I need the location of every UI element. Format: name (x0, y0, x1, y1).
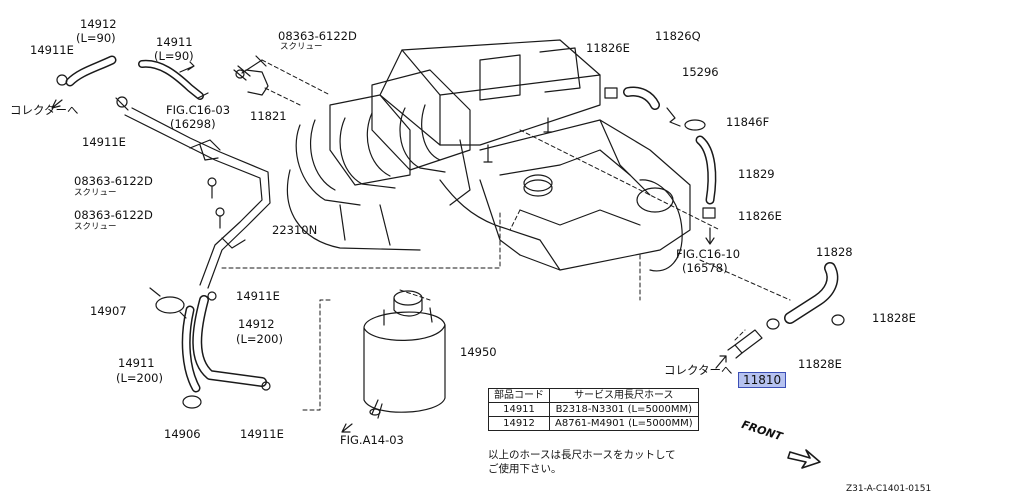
label-collector: コレクターへ (10, 103, 79, 117)
clamp-icon (766, 318, 780, 330)
clamp-icon (116, 96, 128, 108)
leader-lines (221, 59, 791, 411)
label-14911e: 14911E (30, 43, 74, 57)
highlighted-part-11810[interactable]: 11810 (738, 372, 787, 388)
label-collector: コレクターへ (664, 363, 733, 377)
clip-15296-icon (666, 107, 681, 127)
label-length: (L=90) (76, 31, 116, 45)
label-11828e: 11828E (872, 311, 916, 325)
note-line: ご使用下さい。 (488, 463, 562, 475)
table-cell: 14912 (488, 416, 550, 431)
label-11826q: 11826Q (655, 29, 701, 43)
clamp-icon (56, 74, 68, 86)
label-screw-part: 08363-6122D (278, 29, 357, 43)
table-cell: 14911 (488, 402, 550, 417)
screw-icon (207, 177, 217, 199)
clamp-icon (831, 314, 845, 326)
label-fig-reference: FIG.A14-03 (340, 433, 404, 447)
label-11828: 11828 (816, 245, 853, 259)
label-11829: 11829 (738, 167, 775, 181)
label-14911: 14911 (118, 356, 155, 370)
hose-14911-short (138, 59, 204, 100)
label-14950: 14950 (460, 345, 497, 359)
table-row: 14911 B2318-N3301 (L=5000MM) (488, 402, 699, 417)
label-11828e: 11828E (798, 357, 842, 371)
label-screw-text: スクリュー (280, 42, 323, 52)
service-hose-table: 部品コード サービス用長尺ホース 14911 B2318-N3301 (L=50… (488, 388, 699, 431)
label-11821: 11821 (250, 109, 287, 123)
label-15296: 15296 (682, 65, 719, 79)
label-14911e: 14911E (82, 135, 126, 149)
label-screw-text: スクリュー (74, 188, 117, 198)
clamp-icon (261, 381, 271, 391)
hose-14911-long (181, 305, 201, 393)
screw-icon (233, 55, 269, 96)
clamp-11846f-icon (684, 119, 706, 131)
label-screw-part: 08363-6122D (74, 208, 153, 222)
label-14911e: 14911E (236, 289, 280, 303)
hose-14912-long (192, 295, 267, 387)
label-14912: 14912 (80, 17, 117, 31)
diagram-code: Z31-A-C1401-0151 (846, 484, 932, 494)
table-row: 14912 A8761-M4901 (L=5000MM) (488, 416, 699, 431)
label-14906: 14906 (164, 427, 201, 441)
hose-11829 (695, 135, 717, 205)
label-length: (L=200) (236, 332, 283, 346)
label-fig-number: (16298) (170, 117, 216, 131)
label-length: (L=200) (116, 371, 163, 385)
label-14912: 14912 (238, 317, 275, 331)
clamp-icon (207, 291, 217, 301)
label-screw-part: 08363-6122D (74, 174, 153, 188)
metal-pipe-22310n (124, 107, 271, 289)
hose-11828 (784, 262, 839, 324)
reservoir-tank-14950 (363, 290, 446, 419)
table-header-row: 部品コード サービス用長尺ホース (488, 388, 699, 403)
clamp-14907-icon (155, 296, 185, 314)
label-11826e: 11826E (586, 41, 630, 55)
screw-icon (215, 207, 225, 229)
table-cell: A8761-M4901 (L=5000MM) (549, 416, 699, 431)
clamp-14906-icon (182, 395, 202, 409)
pcv-valve-11810 (727, 329, 763, 359)
table-header: 部品コード (488, 388, 550, 403)
label-fig-number: (16578) (682, 261, 728, 275)
note-line: 以上のホースは長尺ホースをカットして (488, 449, 676, 461)
table-header: サービス用長尺ホース (549, 388, 699, 403)
label-14907: 14907 (90, 304, 127, 318)
front-arrow-icon (787, 449, 821, 469)
clamp-icon (702, 207, 716, 219)
label-11826e: 11826E (738, 209, 782, 223)
label-length: (L=90) (154, 49, 194, 63)
hose-cut-note: 以上のホースは長尺ホースをカットして ご使用下さい。 (488, 448, 748, 476)
table-cell: B2318-N3301 (L=5000MM) (549, 402, 699, 417)
label-fig-reference: FIG.C16-03 (166, 103, 231, 117)
label-fig-reference: FIG.C16-10 (676, 247, 741, 261)
label-screw-text: スクリュー (74, 222, 117, 232)
engine-intake-manifold (286, 39, 691, 272)
label-22310n: 22310N (272, 223, 318, 237)
clamp-icon (604, 87, 618, 99)
label-11846f: 11846F (726, 115, 770, 129)
label-14911e: 14911E (240, 427, 284, 441)
hose-14912-short (65, 55, 117, 87)
hose-11826q (623, 86, 660, 110)
label-14911: 14911 (156, 35, 193, 49)
